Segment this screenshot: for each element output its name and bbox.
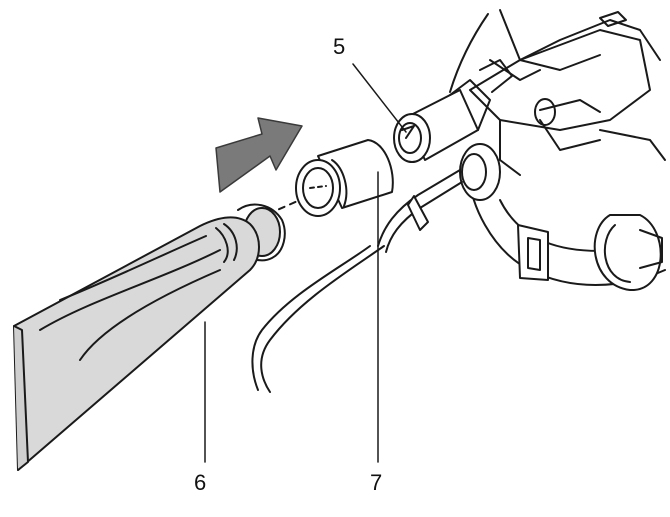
callout-label-5: 5	[333, 34, 346, 59]
direction-arrow	[215, 117, 303, 193]
callout-label-7: 7	[370, 470, 383, 495]
leader-line-5	[352, 63, 407, 133]
hose	[251, 169, 463, 393]
hot-air-tool	[393, 9, 666, 292]
callout-label-6: 6	[194, 470, 207, 495]
adapter-sleeve	[295, 139, 394, 217]
wide-slot-nozzle	[13, 203, 286, 471]
